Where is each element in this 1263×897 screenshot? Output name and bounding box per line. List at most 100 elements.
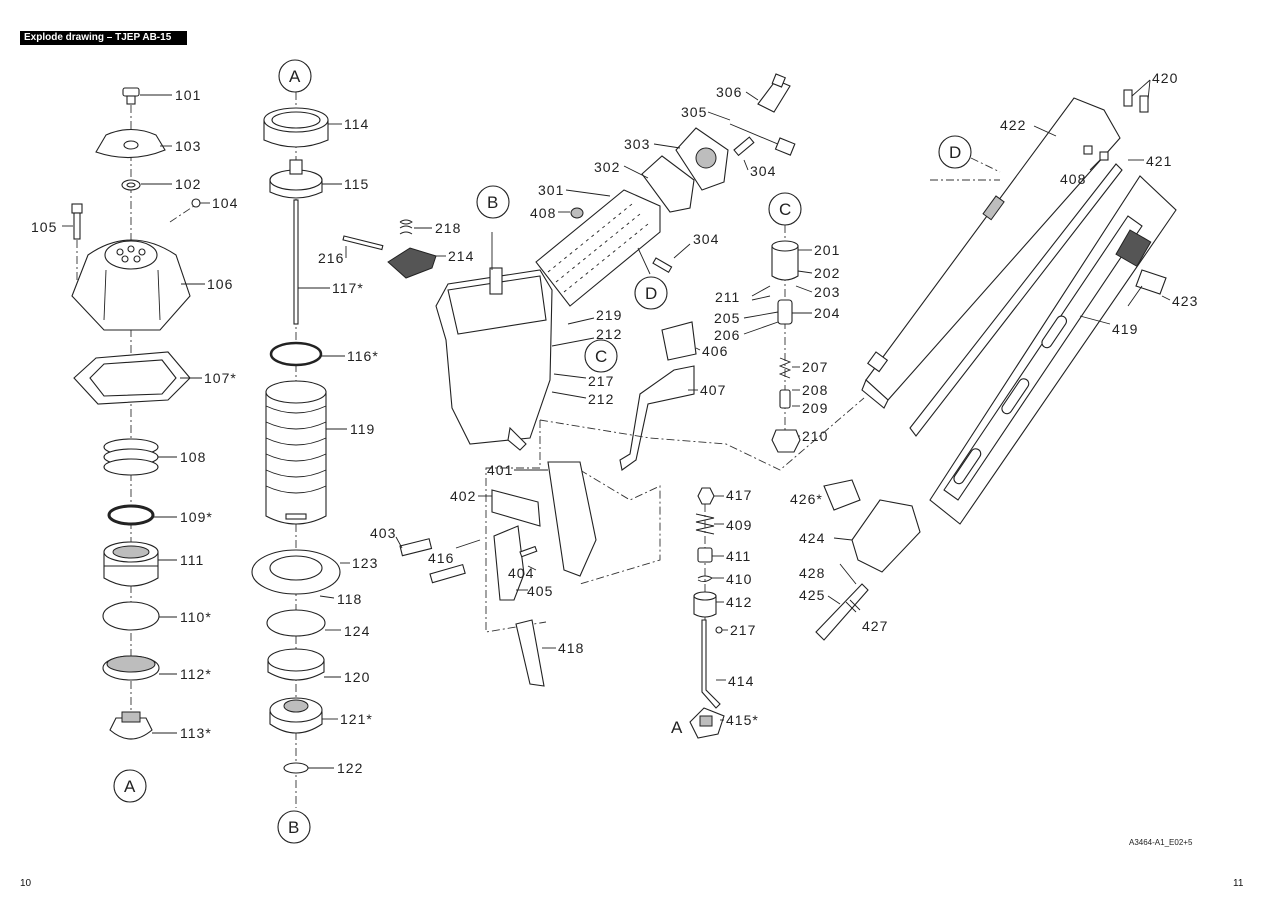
part-main-housing: B	[435, 185, 553, 451]
label-119: 119	[350, 421, 375, 437]
label-423: 423	[1172, 293, 1198, 309]
label-217a: 217	[588, 373, 614, 389]
group-valve-stack: C 201 202 203 211 205 204 206 207 208 20…	[714, 192, 840, 453]
label-421: 421	[1146, 153, 1172, 169]
label-212a: 212	[596, 326, 622, 342]
label-103: 103	[175, 138, 201, 154]
group-nose: 426* 424 428 425 427	[790, 479, 921, 641]
label-212b: 212	[588, 391, 614, 407]
label-112: 112*	[180, 666, 212, 682]
label-120: 120	[344, 669, 370, 685]
label-414: 414	[728, 673, 754, 689]
label-410: 410	[726, 571, 752, 587]
label-306: 306	[716, 84, 742, 100]
ref-marker-d-grip: D	[634, 276, 668, 310]
label-102: 102	[175, 176, 201, 192]
label-201: 201	[814, 242, 840, 258]
part-108-spring: 108	[103, 438, 206, 476]
part-117-driver-blade: 117*	[293, 199, 364, 325]
ref-c-text: C	[595, 347, 607, 366]
group-magazine: D 422 421 420 408 419	[861, 70, 1198, 525]
part-101-screw: 101	[122, 87, 200, 105]
group-trigger-assembly: 401 402 403 416 404 405 418	[370, 420, 661, 687]
label-206: 206	[714, 327, 740, 343]
ref-d-right-text: D	[949, 143, 961, 162]
group-pins-212: 219 212 C 217 212	[551, 307, 622, 407]
label-107: 107*	[204, 370, 237, 386]
label-303: 303	[624, 136, 650, 152]
part-111-head-valve: 111	[103, 541, 204, 587]
label-407: 407	[700, 382, 726, 398]
label-302: 302	[594, 159, 620, 175]
label-415: 415*	[726, 712, 759, 728]
part-115-piston: 115	[269, 159, 369, 199]
label-216: 216	[318, 250, 344, 266]
label-409: 409	[726, 517, 752, 533]
label-114: 114	[344, 116, 369, 132]
part-105-bolt: 105	[31, 203, 83, 282]
label-108: 108	[180, 449, 206, 465]
part-122-plate: 122	[283, 760, 363, 776]
label-202: 202	[814, 265, 840, 281]
label-115: 115	[344, 176, 369, 192]
group-feed-piston: 417 409 411 410 412 217 414 A 415*	[671, 487, 759, 739]
page-number-left: 10	[20, 878, 32, 889]
label-418: 418	[558, 640, 584, 656]
label-304a: 304	[750, 163, 776, 179]
label-408b: 408	[1060, 171, 1086, 187]
page-number-right: 11	[1233, 878, 1244, 889]
part-116-ring: 116*	[269, 341, 379, 367]
label-122: 122	[337, 760, 363, 776]
page-title: Explode drawing – TJEP AB-15	[20, 31, 187, 45]
label-109: 109*	[180, 509, 213, 525]
label-403: 403	[370, 525, 396, 541]
label-116: 116*	[347, 348, 379, 364]
label-203: 203	[814, 284, 840, 300]
column-cap-assembly: 101 103 102 104 105	[31, 87, 238, 803]
label-111: 111	[180, 552, 204, 568]
label-123: 123	[352, 555, 378, 571]
label-105: 105	[31, 219, 57, 235]
label-217b: 217	[730, 622, 756, 638]
part-120-ring: 120	[267, 648, 370, 685]
ref-a-text: A	[124, 777, 136, 796]
part-104-screw: 104	[169, 195, 238, 223]
part-119-cylinder: 119	[265, 380, 375, 525]
label-219: 219	[596, 307, 622, 323]
ref-marker-c-center: C	[584, 339, 618, 373]
label-121: 121*	[340, 711, 373, 727]
label-205: 205	[714, 310, 740, 326]
label-406: 406	[702, 343, 728, 359]
column-piston-assembly: A 114 115 117* 116*	[251, 59, 379, 844]
label-124: 124	[344, 623, 370, 639]
ref-marker-b-top: B	[476, 185, 510, 219]
part-124-o-ring: 124	[266, 609, 370, 639]
part-121-cup: 121*	[269, 697, 373, 734]
label-412: 412	[726, 594, 752, 610]
label-427: 427	[862, 618, 888, 634]
group-end-cap: 302 303 304 305 306	[594, 73, 796, 213]
label-416: 416	[428, 550, 454, 566]
label-211: 211	[715, 289, 740, 305]
ref-marker-a-bottom: A	[113, 769, 147, 803]
part-106-cylinder-cap: 106	[71, 239, 232, 331]
ref-d-text: D	[645, 284, 657, 303]
label-117: 117*	[332, 280, 364, 296]
part-103-cap-plate: 103	[95, 128, 201, 159]
label-208: 208	[802, 382, 828, 398]
part-110-o-ring: 110*	[102, 601, 211, 631]
label-207: 207	[802, 359, 828, 375]
label-422: 422	[1000, 117, 1026, 133]
part-107-gasket: 107*	[73, 351, 237, 405]
label-424: 424	[799, 530, 825, 546]
label-428: 428	[799, 565, 825, 581]
label-420: 420	[1152, 70, 1178, 86]
label-301: 301	[538, 182, 564, 198]
label-426: 426*	[790, 491, 823, 507]
label-104: 104	[212, 195, 238, 211]
ref-marker-d-right: D	[938, 135, 972, 169]
part-113-valve-cap: 113*	[109, 711, 212, 741]
label-113: 113*	[180, 725, 212, 741]
part-301-grip: 301 408 D 304	[530, 182, 718, 310]
ref-a-inline: A	[671, 718, 683, 737]
